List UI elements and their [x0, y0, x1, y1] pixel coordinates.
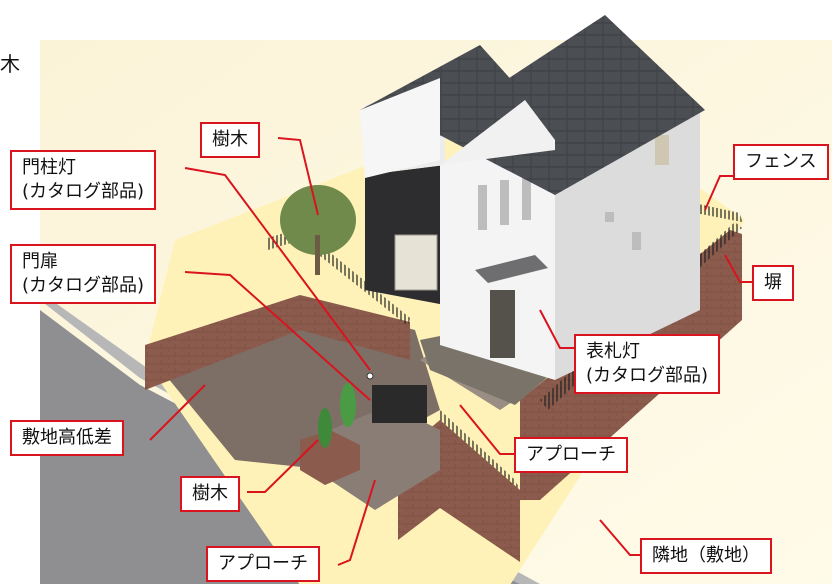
planter-tree-2 [340, 383, 356, 427]
label-nameplate-light: 表札灯 (カタログ部品) [574, 334, 721, 394]
leader-lines [149, 137, 752, 566]
window-4 [605, 212, 614, 222]
label-gate-light-line1: 門柱灯 [22, 157, 76, 178]
label-nameplate-light-line1: 表札灯 [586, 341, 640, 362]
label-fence: フェンス [733, 144, 829, 180]
window-3 [522, 175, 531, 220]
big-tree-crown [280, 185, 356, 255]
front-door [490, 290, 515, 358]
label-nameplate-light-line2: (カタログ部品) [586, 365, 709, 386]
label-gate-light: 門柱灯 (カタログ部品) [10, 150, 157, 210]
left-brick-wall [145, 295, 410, 390]
label-approach-right: アプローチ [514, 437, 628, 473]
label-gate-door-line1: 門扉 [22, 251, 58, 272]
front-fence [440, 410, 520, 490]
left-fence [268, 228, 410, 326]
front-gable [440, 100, 555, 165]
gate-door [372, 385, 427, 423]
window-2 [500, 180, 509, 225]
label-tree-top: 樹木 [200, 122, 260, 158]
label-neighbor-lot: 隣地（敷地） [640, 538, 772, 574]
label-gate-door: 門扉 (カタログ部品) [10, 244, 157, 304]
gate-light [366, 372, 374, 380]
label-tree-bottom: 樹木 [180, 476, 240, 512]
window-5 [632, 232, 641, 250]
label-gate-light-line2: (カタログ部品) [22, 181, 145, 202]
label-approach-bottom: アプローチ [206, 546, 320, 582]
window-1 [478, 185, 487, 230]
door-canopy [475, 255, 548, 283]
window-6 [655, 135, 669, 165]
label-gate-door-line2: (カタログ部品) [22, 275, 145, 296]
house-window [394, 234, 438, 291]
big-tree-trunk [315, 235, 320, 275]
label-wall: 塀 [752, 265, 794, 301]
approach-steps [330, 405, 440, 510]
house-side-wall [555, 110, 700, 380]
cropped-text: 木 [0, 52, 20, 76]
upper-gable [360, 78, 440, 178]
road [40, 310, 520, 584]
label-level-difference: 敷地高低差 [10, 420, 124, 456]
planter-tree-1 [318, 408, 332, 448]
